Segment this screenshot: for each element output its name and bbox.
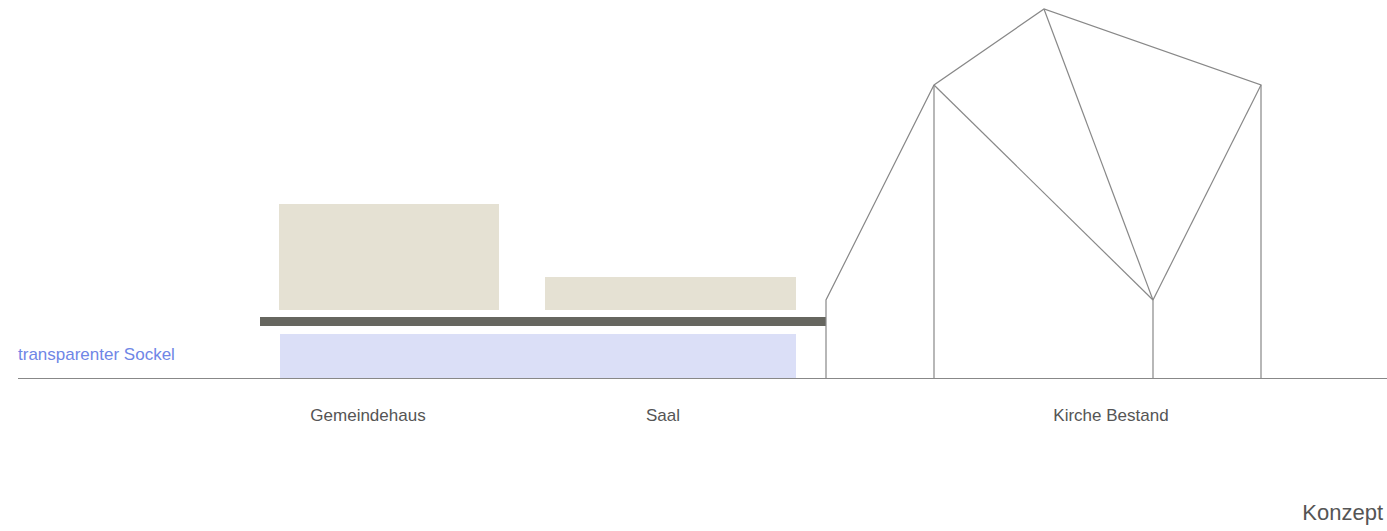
transparent-base [280,334,796,378]
ground-line [18,378,1387,379]
roof-slab [260,317,826,326]
church-outline [826,9,1261,378]
hall-volume [545,277,796,310]
building-label: Saal [646,406,680,426]
base-label: transparenter Sockel [18,345,175,365]
building-label: Kirche Bestand [1053,406,1168,426]
sheet-title: Konzept [1302,500,1383,526]
building-label: Gemeindehaus [310,406,425,426]
community-house-volume [279,204,499,310]
